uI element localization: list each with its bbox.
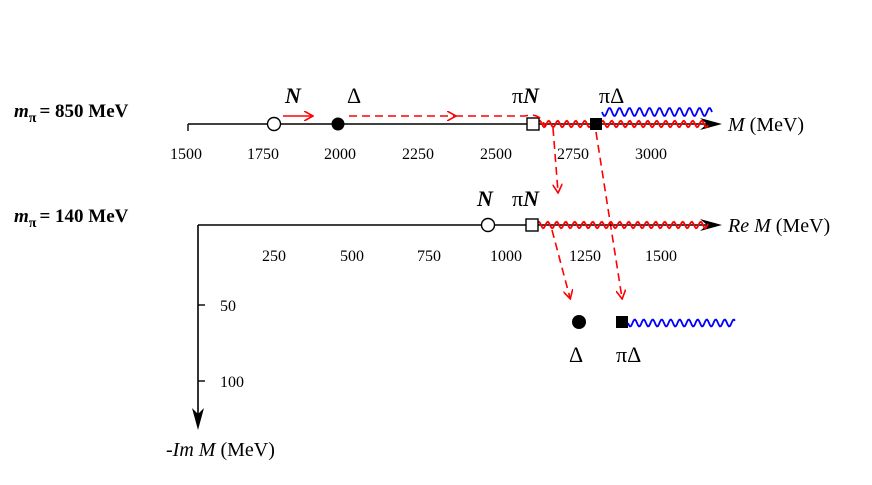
top-tick-1500: 1500 [170,146,202,163]
bottom-piN-threshold [525,218,539,232]
piDelta-pole-threshold [616,316,628,328]
delta-pole-label: Δ [569,342,583,367]
bottom-tick-labels: 250 500 750 1000 1250 1500 [262,248,677,265]
bottom-tick-250: 250 [262,248,286,265]
bottom-tick-1500: 1500 [645,248,677,265]
top-tick-labels: 1500 1750 2000 2250 2500 2750 3000 [170,146,667,163]
top-delta-state [331,117,345,131]
bottom-row-label: mπ= 140 MeV [14,206,129,231]
top-row-label: mπ= 850 MeV [14,101,129,126]
bottom-axis-label: Re M(MeV) [727,215,830,237]
imag-axis-arrowhead [192,408,204,430]
top-tick-2250: 2250 [402,146,434,163]
bottom-tick-500: 500 [340,248,364,265]
top-tick-2500: 2500 [480,146,512,163]
top-delta-label: Δ [347,83,361,108]
top-piN-cut [532,119,709,129]
top-piDelta-threshold [590,118,602,130]
top-N-label: N [284,83,302,108]
piDelta-to-pole-arrow [595,131,622,298]
imag-axis-label: -Im M(MeV) [166,439,275,461]
top-tick-2750: 2750 [557,146,589,163]
piDelta-pole-label: πΔ [616,342,641,367]
delta-to-pole-arrow [551,229,570,298]
bottom-N-label: N [476,186,494,211]
bottom-tick-1250: 1250 [569,248,601,265]
top-delta-arrow-bend [455,114,546,127]
top-tick-2000: 2000 [324,146,356,163]
top-axis-label: M(MeV) [727,114,804,136]
top-piDelta-cut [601,107,713,117]
top-tick-1750: 1750 [247,146,279,163]
bottom-tick-750: 750 [417,248,441,265]
top-piDelta-label: πΔ [599,83,624,108]
imag-tick-label-50: 50 [220,298,236,315]
bottom-tick-1000: 1000 [490,248,522,265]
top-tick-3000: 3000 [635,146,667,163]
bottom-piN-label: πN [512,186,540,211]
imag-tick-label-100: 100 [220,374,244,391]
piN-to-bottom-arrow [552,127,558,192]
top-piN-threshold [526,117,540,131]
bottom-piN-cut [531,220,709,230]
top-N-state [266,116,282,132]
delta-pole [572,315,586,329]
piDelta-pole-cut [627,318,736,328]
bottom-N-state [480,217,496,233]
top-piN-label: πN [512,83,540,108]
